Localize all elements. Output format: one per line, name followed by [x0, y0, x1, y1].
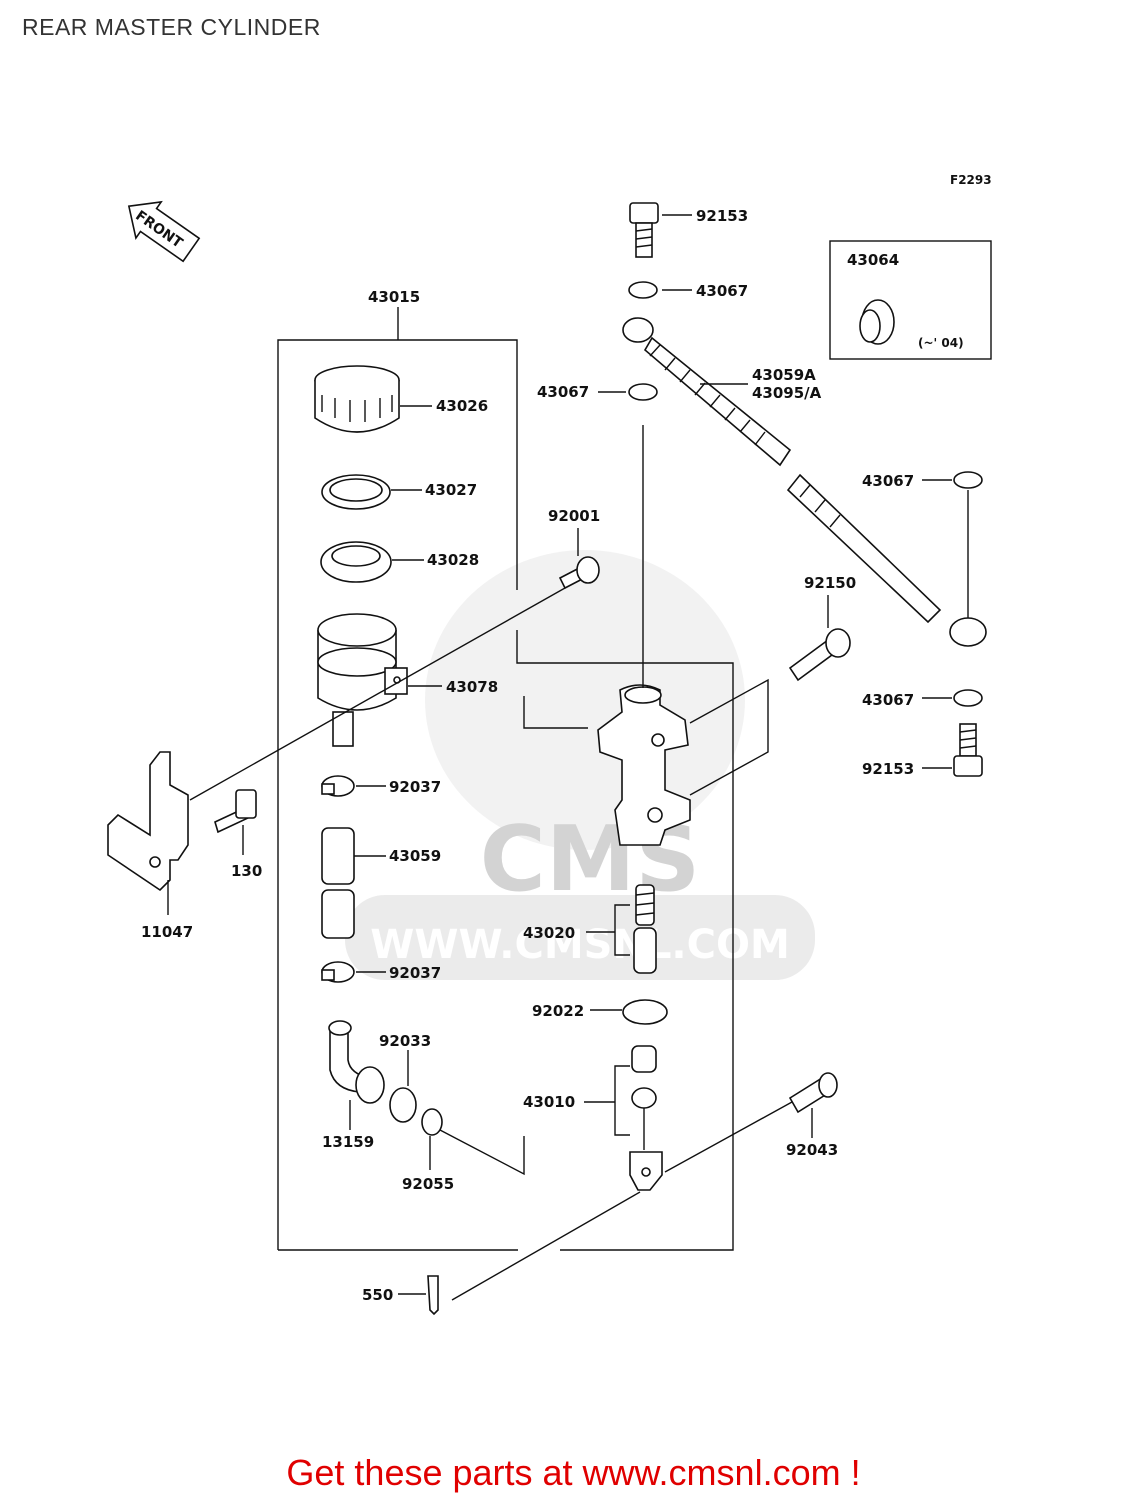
hose-clamp-92037-lower	[321, 961, 355, 983]
bolt-92001	[189, 528, 600, 801]
circlip-92022	[590, 999, 668, 1025]
part-label-550[interactable]: 550	[362, 1286, 393, 1304]
part-label-43010[interactable]: 43010	[523, 1093, 575, 1111]
washer-43067-c	[922, 471, 983, 618]
inset-box-43064: 43064 (~' 04)	[829, 240, 992, 360]
part-label-43059[interactable]: 43059	[389, 847, 441, 865]
hose-clamp-92037-upper	[321, 775, 355, 797]
front-arrow: FRONT	[127, 200, 201, 263]
part-label-130[interactable]: 130	[231, 862, 262, 880]
bolt-130	[214, 789, 257, 855]
part-label-43067-c[interactable]: 43067	[862, 472, 914, 490]
part-label-43067-d[interactable]: 43067	[862, 691, 914, 709]
part-label-13159[interactable]: 13159	[322, 1133, 374, 1151]
o-ring-92055	[421, 1108, 443, 1170]
hose-fitting-13159	[328, 1020, 385, 1130]
part-label-43095a[interactable]: 43095/A	[752, 384, 822, 402]
part-label-11047[interactable]: 11047	[141, 923, 193, 941]
push-rod-43010	[584, 1045, 663, 1191]
leader-lines-left	[354, 405, 442, 1086]
reservoir-43078	[317, 613, 408, 747]
part-label-43059a[interactable]: 43059A	[752, 366, 816, 384]
banjo-bolt-92153-top	[629, 202, 692, 258]
figure-code: F2293	[950, 173, 992, 187]
part-label-43028[interactable]: 43028	[427, 551, 479, 569]
bracket-11047	[107, 751, 189, 915]
reservoir-cap-43026	[314, 365, 400, 433]
part-label-43026[interactable]: 43026	[436, 397, 488, 415]
cotter-pin-550	[398, 1191, 641, 1316]
watermark-url: WWW.CMSNL.COM	[370, 922, 790, 968]
part-label-43064[interactable]: 43064	[847, 251, 899, 269]
master-cylinder-body	[597, 425, 691, 846]
part-label-92037-lower[interactable]: 92037	[389, 964, 441, 982]
hose-43059	[321, 827, 355, 939]
part-label-43067-b[interactable]: 43067	[537, 383, 589, 401]
part-label-43015[interactable]: 43015	[368, 288, 420, 306]
footer-link[interactable]: Get these parts at www.cmsnl.com !	[286, 1452, 861, 1493]
part-label-43020[interactable]: 43020	[523, 924, 575, 942]
parts-diagram: CMS WWW.CMSNL.COM F2293 FRONT 43064 (~' …	[107, 173, 992, 1316]
part-label-92022[interactable]: 92022	[532, 1002, 584, 1020]
part-label-92150[interactable]: 92150	[804, 574, 856, 592]
part-label-92055[interactable]: 92055	[402, 1175, 454, 1193]
page-title: REAR MASTER CYLINDER	[22, 14, 321, 40]
washer-43067-b	[598, 383, 658, 401]
pin-92043	[664, 1072, 838, 1173]
part-label-43027[interactable]: 43027	[425, 481, 477, 499]
bolt-92150	[689, 595, 851, 796]
brake-hose-43059a: 43059A 43095/A	[622, 317, 987, 647]
banjo-bolt-92153-bottom	[922, 723, 983, 777]
washer-43067-a	[628, 281, 692, 299]
circlip-92033	[389, 1087, 417, 1123]
part-label-92153-bottom[interactable]: 92153	[862, 760, 914, 778]
part-label-92153-top[interactable]: 92153	[696, 207, 748, 225]
inset-note: (~' 04)	[918, 336, 964, 350]
piston-assembly-43020	[586, 884, 657, 974]
diaphragm-43028	[320, 541, 392, 583]
washer-43067-d	[922, 689, 983, 707]
part-label-92033[interactable]: 92033	[379, 1032, 431, 1050]
part-label-43067-a[interactable]: 43067	[696, 282, 748, 300]
part-label-92043[interactable]: 92043	[786, 1141, 838, 1159]
diaphragm-plate-43027	[321, 474, 391, 510]
part-label-43078[interactable]: 43078	[446, 678, 498, 696]
part-label-92037-upper[interactable]: 92037	[389, 778, 441, 796]
group-bracket	[277, 307, 734, 1251]
part-label-92001[interactable]: 92001	[548, 507, 600, 525]
